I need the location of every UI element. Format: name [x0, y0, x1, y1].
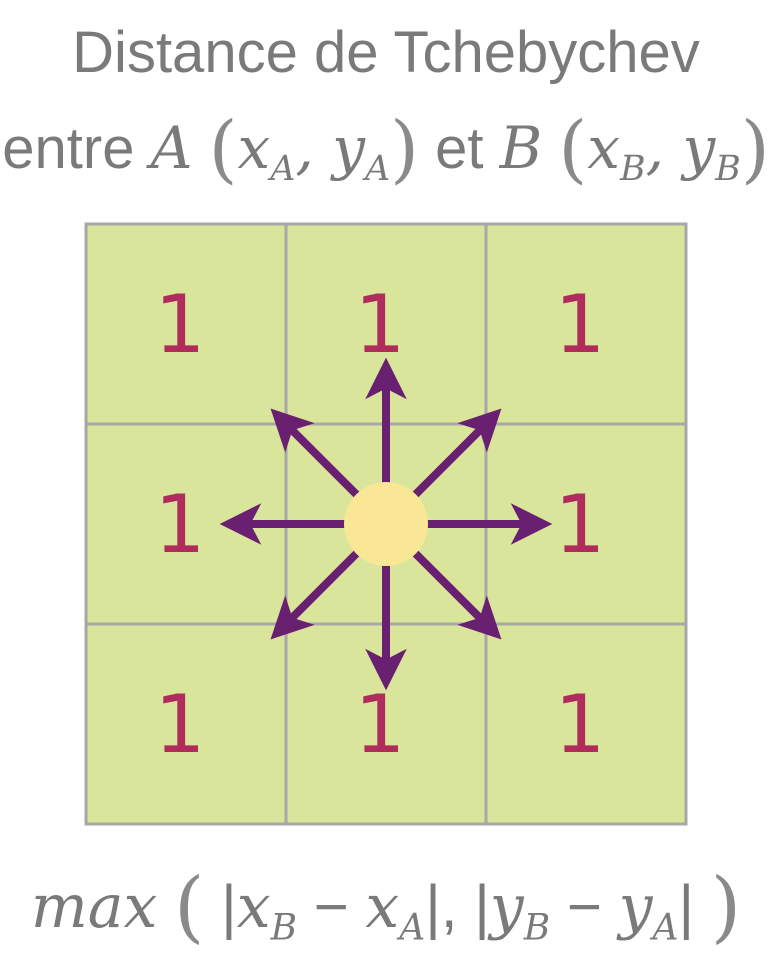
formula-open-paren: (: [174, 862, 205, 952]
minus-sign-2: −: [566, 873, 602, 940]
grid-cell: [84, 622, 288, 826]
term-x-b: xB: [236, 872, 298, 949]
term-y-a: yA: [618, 872, 679, 949]
term-x-a: xA: [365, 872, 426, 949]
distance-label: 1: [555, 478, 606, 571]
grid-cell: [484, 622, 688, 826]
x-a-symbol: xA: [237, 114, 296, 190]
grid-cell: [484, 222, 688, 426]
distance-label: 1: [555, 278, 606, 371]
open-paren-a: (: [208, 106, 238, 192]
abs-bar-2-close: |: [678, 873, 695, 940]
title-line-2: entre A (xA, yA) et B (xB, yB): [2, 106, 770, 192]
close-paren-b: ): [740, 106, 770, 192]
y-b-symbol: yB: [682, 114, 741, 190]
x-b-symbol: xB: [587, 114, 646, 190]
y-a-symbol: yA: [332, 114, 391, 190]
close-paren-a: ): [390, 106, 420, 192]
grid-cell: [84, 222, 288, 426]
title-line-1: Distance de Tchebychev: [72, 20, 700, 85]
max-function: max: [30, 872, 158, 942]
minus-sign-1: −: [313, 873, 349, 940]
point-a-label: A: [150, 114, 193, 182]
formula-close-paren: ): [710, 862, 742, 952]
abs-bar-1-open: |: [221, 873, 237, 940]
abs-bar-1-close: |: [425, 873, 441, 940]
formula-comma: ,: [440, 873, 458, 940]
distance-label: 1: [355, 278, 406, 371]
chebyshev-formula: max ( |xB − xA|, |yB − yA| ): [0, 862, 772, 952]
grid-labels: 1 1 1 1 1 1 1 1: [155, 278, 606, 771]
distance-label: 1: [155, 678, 206, 771]
distance-label: 1: [555, 678, 606, 771]
open-paren-b: (: [558, 106, 588, 192]
distance-label: 1: [155, 478, 206, 571]
abs-bar-2-open: |: [474, 873, 490, 940]
conjunction: et: [435, 116, 484, 181]
title-prefix: entre: [2, 116, 135, 181]
distance-label: 1: [155, 278, 206, 371]
point-b-label: B: [499, 114, 543, 182]
center-point: [344, 482, 428, 566]
term-y-b: yB: [489, 872, 551, 949]
distance-label: 1: [355, 678, 406, 771]
